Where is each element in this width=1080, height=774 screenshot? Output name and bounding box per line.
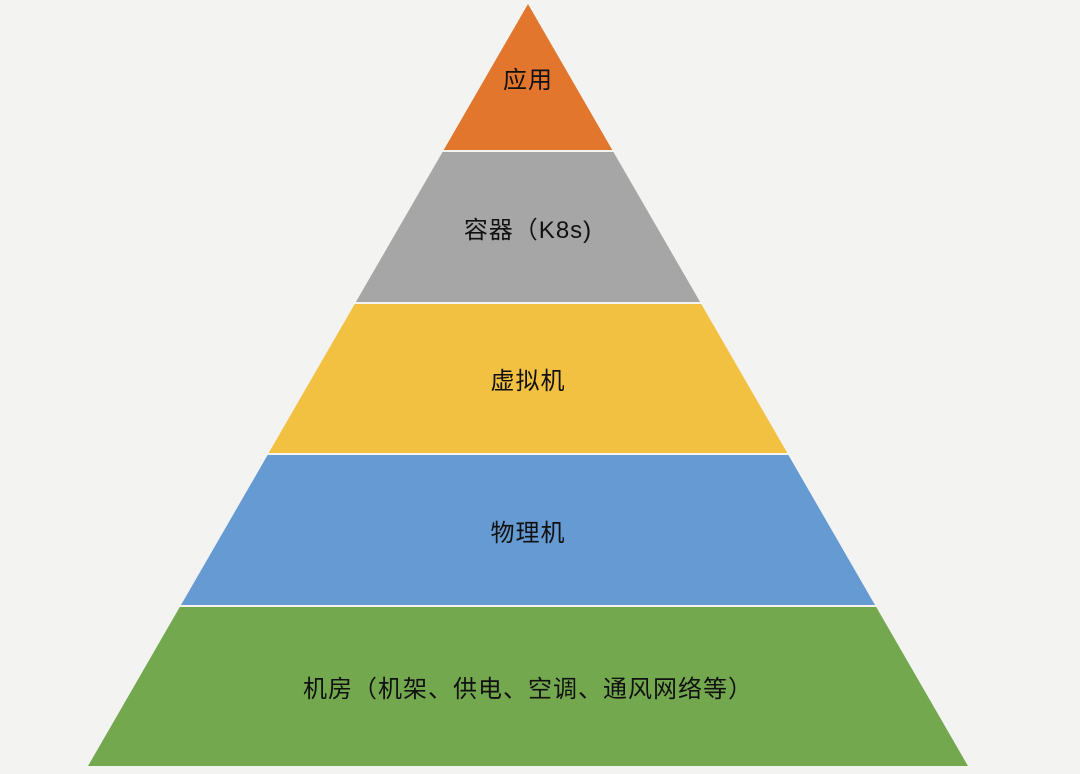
- pyramid-layer-datacenter: 机房（机架、供电、空调、通风网络等）: [88, 607, 968, 766]
- pyramid-layer-physical-machine-label: 物理机: [490, 519, 566, 547]
- pyramid-layer-application-label: 应用: [503, 66, 553, 94]
- pyramid-layer-container-k8s-label: 容器（K8s): [463, 216, 593, 244]
- pyramid-layer-container-k8s: 容器（K8s): [355, 152, 701, 302]
- pyramid-layer-virtual-machine: 虚拟机: [268, 304, 788, 453]
- pyramid-layer-virtual-machine-label: 虚拟机: [490, 368, 566, 395]
- pyramid-layer-physical-machine: 物理机: [181, 455, 875, 605]
- pyramid-layer-datacenter-label: 机房（机架、供电、空调、通风网络等）: [303, 676, 753, 703]
- pyramid-layer-application: 应用: [443, 4, 613, 150]
- infrastructure-pyramid: 应用 容器（K8s) 虚拟机 物理机 机房（机架、供电、空调、通风网络等）: [88, 4, 968, 766]
